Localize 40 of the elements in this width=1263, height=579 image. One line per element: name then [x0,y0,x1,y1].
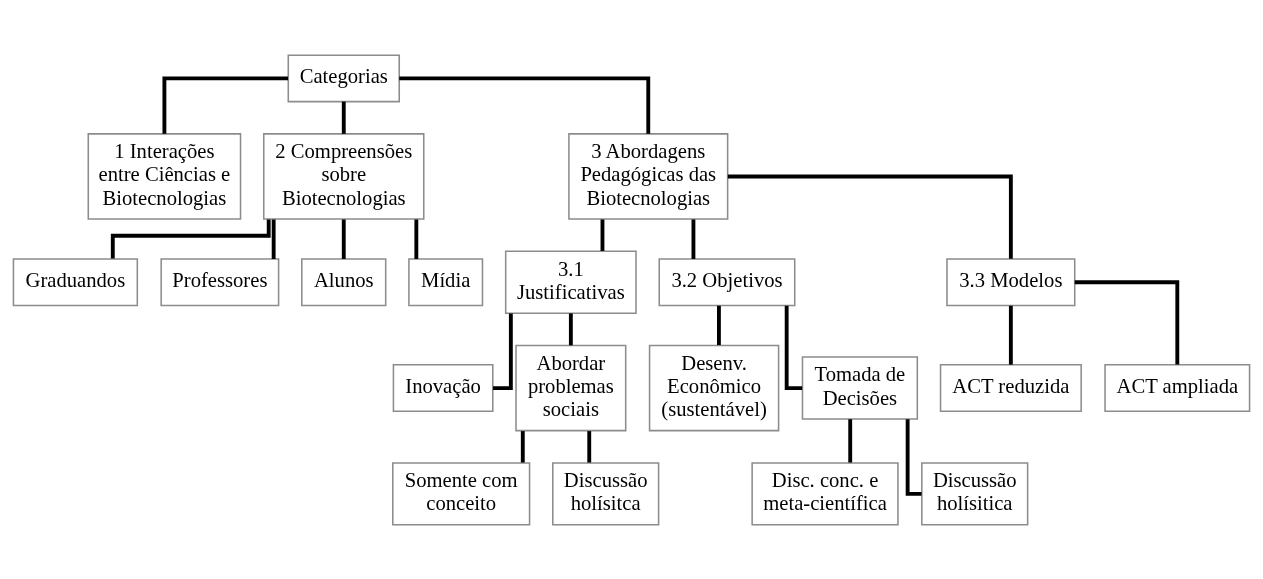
connector [905,418,922,496]
connector [727,174,1013,259]
connector [1008,305,1013,365]
node-box: 3.1 Justificativas [504,250,637,314]
connector [162,75,288,134]
node-box: Somente com conceito [392,461,531,526]
connector [600,219,605,251]
node-box: ACT reduzida [939,363,1082,412]
node-box: Tomada de Decisões [801,355,919,420]
connector [587,430,592,463]
connector [493,312,513,390]
node-box: Desenv. Econômico (sustentável) [648,344,780,431]
node-box: Mídia [408,257,484,306]
connector [568,312,573,345]
connector [520,430,525,463]
node-box: 3.2 Objetivos [658,257,796,306]
node-box: Discussão holísitca [552,461,660,526]
connector [341,101,346,134]
node-box: Disc. conc. e meta-científica [751,461,899,526]
node-box: 3.3 Modelos [946,257,1076,306]
node-box: 3 Abordagens Pedagógicas das Biotecnologias [568,132,729,220]
connector [271,219,276,259]
connector [848,418,853,463]
connector [784,305,803,390]
node-box: Inovação [392,363,494,412]
connector [341,219,346,259]
node-box: Alunos [301,257,387,306]
node-box: Professores [160,257,280,306]
node-box: 2 Compreensões sobre Biotecnologias [263,132,425,220]
node-box: Discussão holísitica [921,461,1029,526]
node-box: Graduandos [12,257,139,306]
connector [717,305,721,345]
node-box: ACT ampliada [1104,363,1251,412]
connector [1074,279,1180,365]
connector [399,75,651,134]
connector [691,219,696,259]
node-box: 1 Interações entre Ciências e Biotecnologias [87,132,242,220]
node-box: Abordar problemas sociais [515,344,627,431]
connector [414,219,419,259]
node-box: Categorias [287,53,400,102]
